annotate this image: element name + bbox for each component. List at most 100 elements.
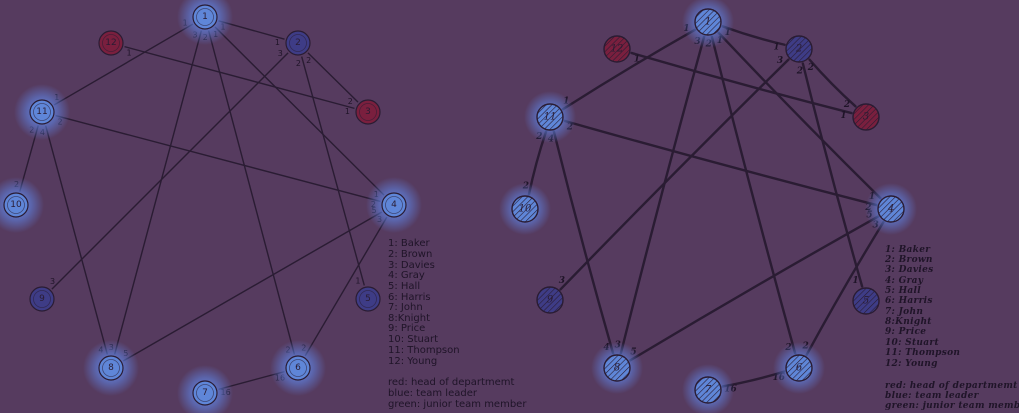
plain-node-inner-ring — [289, 34, 307, 52]
plain-node-inner-ring — [385, 196, 403, 214]
legend-name-4: 4: Gray — [388, 270, 425, 281]
sketch-legend-name-2: 2: Brown — [884, 255, 933, 265]
legend-name-11: 11: Thompson — [388, 345, 460, 356]
plain-node-label: 3 — [365, 107, 371, 117]
sketch-node-outline — [536, 103, 564, 131]
sketch-node-hatch — [853, 104, 879, 130]
plain-edge-2-5 — [301, 56, 365, 286]
sketch-node-5: 5 — [852, 287, 880, 315]
sketch-node-label: 12 — [611, 44, 624, 55]
plain-node-12: 12 — [98, 30, 124, 56]
sketch-edge-1-8 — [619, 35, 706, 355]
sketch-edge-label: 3 — [559, 276, 565, 286]
plain-node-outline — [381, 192, 407, 218]
sketch-node-outline — [511, 195, 539, 223]
sketch-legend-name-10: 10: Stuart — [885, 338, 939, 348]
legend-name-6: 6: Harris — [388, 292, 431, 303]
sketch-edge-12-3 — [630, 51, 853, 115]
sketch-edge-label: 2 — [807, 63, 814, 73]
plain-node-label: 6 — [295, 363, 301, 373]
plain-node-outline — [29, 99, 55, 125]
plain-edge-1-11 — [53, 23, 194, 106]
plain-edge-1-8 — [113, 30, 203, 355]
sketch-node-1: 1 — [682, 0, 734, 48]
legend-names: 1: Baker 2: Brown 3: Davies 4: Gray 5: H… — [388, 238, 460, 367]
plain-node-inner-ring — [102, 359, 120, 377]
plain-edge-label: 2 — [348, 97, 353, 106]
plain-edge-label: 3 — [50, 277, 55, 286]
sketch-legend-name-5: 5: Hall — [885, 286, 921, 296]
plain-node-outline — [98, 30, 124, 56]
sketch-node-label: 2 — [795, 44, 802, 55]
sketch-node-label: 6 — [796, 363, 803, 374]
sketch-node-label: 1 — [705, 17, 711, 28]
sketch-node-hatch — [604, 36, 630, 62]
plain-node-outline — [355, 99, 381, 125]
plain-node-label: 12 — [105, 38, 116, 48]
plain-node-inner-ring — [359, 290, 377, 308]
plain-node-inner-ring — [102, 34, 120, 52]
plain-edge-label: 1 — [126, 49, 131, 58]
legend-name-9: 9: Price — [388, 323, 425, 334]
sketch-node-outline — [852, 287, 880, 315]
plain-node-9: 9 — [29, 286, 55, 312]
plain-edge-4-6 — [304, 216, 388, 357]
sketch-node-outline — [785, 35, 813, 63]
sketch-node-12: 12 — [603, 35, 631, 63]
sketch-legend-name-4: 4: Gray — [885, 276, 924, 286]
sketch-legend-name-11: 11: Thompson — [885, 348, 960, 358]
plain-node-outline — [192, 4, 218, 30]
plain-edge-label: 2 — [296, 59, 301, 68]
sketch-legend-name-1: 1: Baker — [885, 245, 931, 255]
plain-node-outline — [3, 192, 29, 218]
sketch-node-2: 2 — [785, 35, 813, 63]
sketch-edge-label: 1 — [773, 43, 779, 53]
sketch-node-outline — [877, 195, 905, 223]
plain-edge-2-9 — [51, 52, 289, 290]
sketch-edge-2-5 — [801, 62, 864, 288]
legend-role-blue: blue: team leader — [388, 388, 478, 399]
sketch-node-hatch — [537, 287, 563, 313]
sketch-node-4: 4 — [865, 183, 917, 235]
sketch-node-outline — [694, 8, 722, 36]
plain-edge-label: 1 — [355, 277, 360, 286]
legend-roles: red: head of departmemt blue: team leade… — [388, 377, 527, 410]
sketch-node-7: 7 — [682, 364, 734, 413]
legend-name-10: 10: Stuart — [388, 334, 438, 345]
legend-name-12: 12: Young — [388, 356, 437, 367]
sketch-edge-label: 3 — [777, 56, 783, 66]
sketch-node-hatch — [878, 196, 904, 222]
plain-node-inner-ring — [196, 8, 214, 26]
plain-node-inner-ring — [359, 103, 377, 121]
sketch-node-hatch — [695, 377, 721, 403]
plain-node-outline — [355, 286, 381, 312]
plain-network-graph: 11113322111122213322224455321616 1234567… — [0, 0, 422, 413]
plain-node-3: 3 — [355, 99, 381, 125]
sketch-edge-1-4 — [717, 31, 882, 200]
sketch-edge-label: 2 — [843, 100, 850, 110]
plain-node-1: 1 — [177, 0, 233, 45]
plain-edge-12-3 — [124, 45, 355, 110]
plain-node-label: 5 — [365, 294, 371, 304]
sketch-node-label: 5 — [863, 296, 869, 307]
sketch-node-outline — [603, 354, 631, 382]
sketch-node-10: 10 — [499, 183, 551, 235]
legend-name-1: 1: Baker — [388, 238, 430, 249]
sketch-node-outline — [536, 286, 564, 314]
sketch-node-outline — [785, 354, 813, 382]
sketch-node-11: 11 — [524, 91, 576, 143]
sketch-edge-4-6 — [805, 220, 885, 357]
sketch-node-6: 6 — [773, 342, 825, 394]
sketch-node-hatch — [853, 288, 879, 314]
plain-node-outline — [285, 355, 311, 381]
plain-node-label: 1 — [202, 12, 208, 22]
sketch-legend-roles: red: head of departmemt blue: team leade… — [885, 381, 1019, 411]
plain-node-label: 7 — [202, 388, 208, 398]
plain-node-outline — [98, 355, 124, 381]
sketch-edge-label: 1 — [634, 55, 640, 65]
legend-name-2: 2: Brown — [388, 249, 432, 260]
sketch-legend-name-12: 12: Young — [885, 359, 938, 369]
plain-node-label: 8 — [108, 363, 114, 373]
sketch-legend-names: 1: Baker 2: Brown 3: Davies 4: Gray 5: H… — [884, 245, 960, 369]
